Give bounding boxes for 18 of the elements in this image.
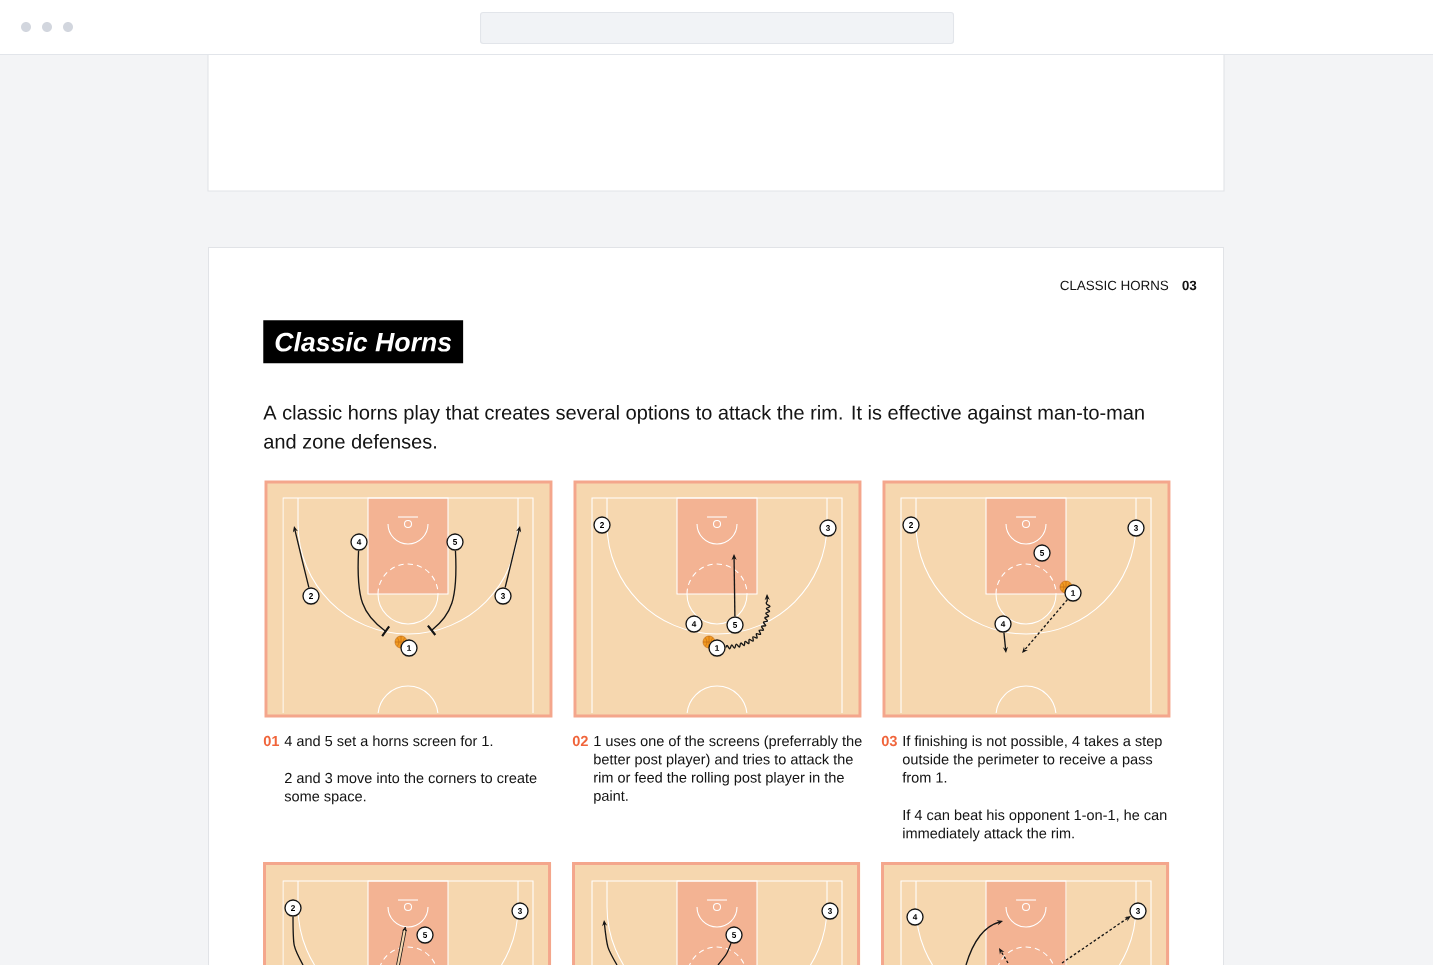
path-line [292, 916, 304, 965]
path-line [717, 942, 732, 965]
dribble-arrow [725, 594, 771, 650]
step-text: 2 and 3 move into the corners to create some space. [284, 772, 537, 805]
title-banner: Classic Horns [263, 320, 464, 364]
step-text: If 4 can beat his opponent 1-on-1, he can immediately attack the rim. [903, 809, 1167, 842]
page-number: 03 [1182, 280, 1197, 291]
movement-arrow [292, 526, 310, 589]
screen-line [427, 550, 457, 636]
step-text: 4 and 5 set a horns screen for 1. [284, 735, 493, 747]
step-text: 1 uses one of the screens (preferrably the better post player) and tries to attack the rim or feed the rolling post player in the paint. [594, 735, 862, 804]
step-number: 02 [572, 735, 588, 747]
step-number: 03 [881, 735, 897, 747]
description: A classic horns play that creates several options to attack the rim. It is effective against man-to-man and zone defenses. [263, 405, 1144, 449]
step-number: 01 [263, 735, 280, 747]
header-text: CLASSIC HORNS [1060, 280, 1169, 291]
step-text: If finishing is not possible, 4 takes a step outside the perimeter to receive a pass from 1. [902, 735, 1162, 783]
pass-arrow [1022, 598, 1069, 653]
